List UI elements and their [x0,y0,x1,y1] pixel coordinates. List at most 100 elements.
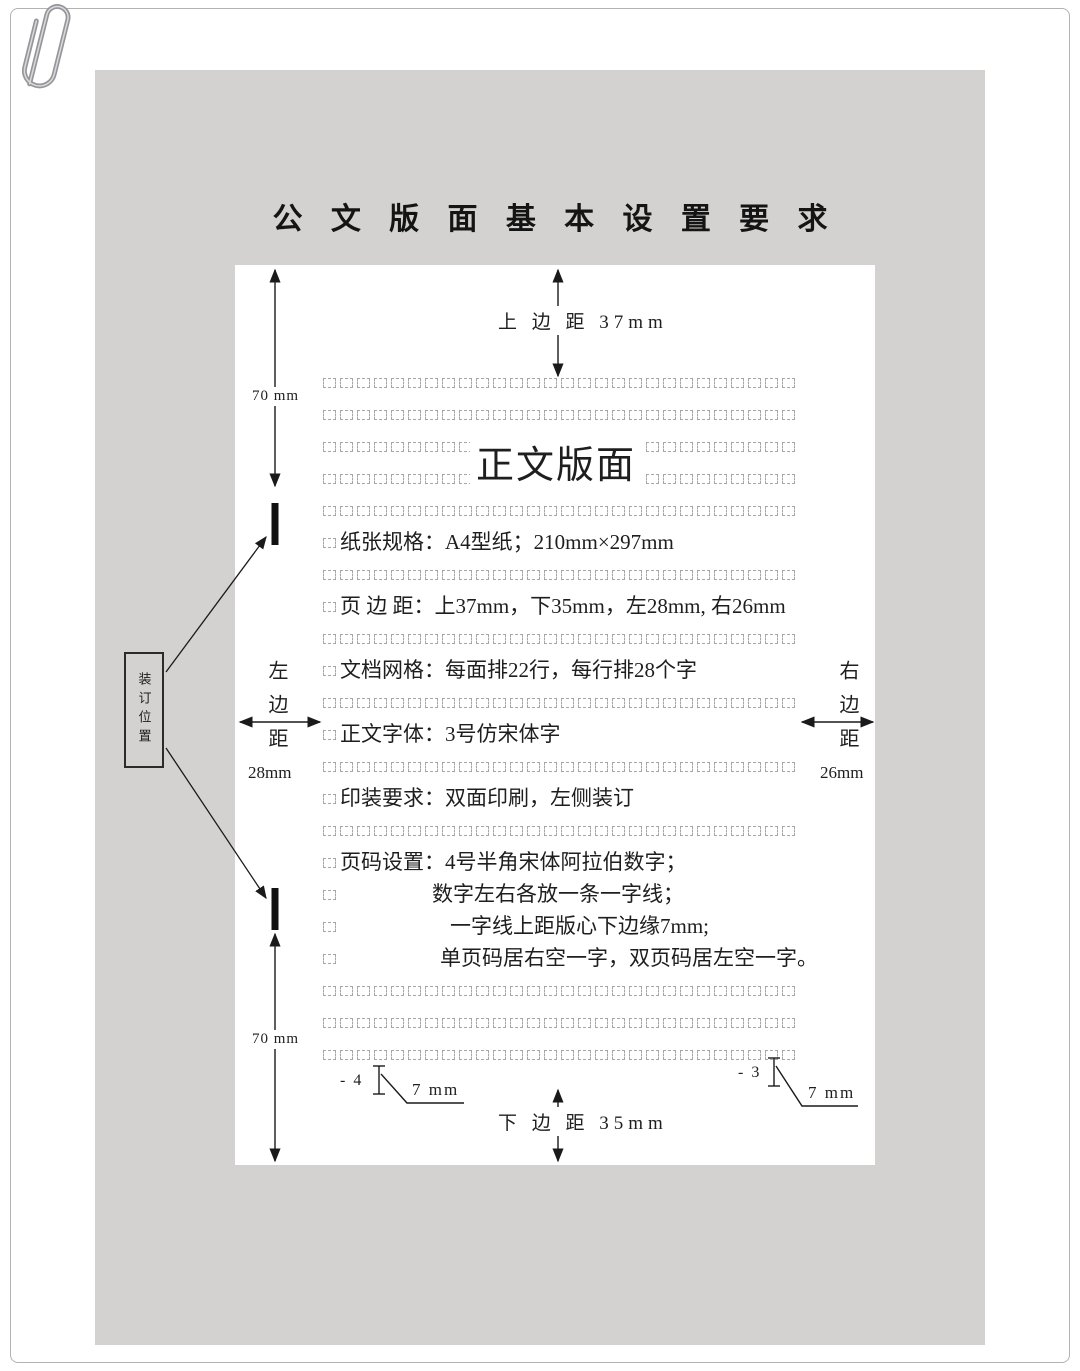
grid-cell [629,986,642,996]
grid-cell [493,1018,506,1028]
grid-cell [391,570,404,580]
grid-row [323,826,795,836]
grid-cell [697,1050,710,1060]
grid-cell [646,410,659,420]
grid-cell [714,410,727,420]
grid-cell [323,506,336,516]
grid-cell [442,1050,455,1060]
grid-cell [629,378,642,388]
grid-cell [323,794,336,804]
grid-cell [442,506,455,516]
grid-cell [510,410,523,420]
grid-cell [595,410,608,420]
grid-cell [646,698,659,708]
grid-cell [340,634,353,644]
grid-row [323,634,795,644]
grid-cell [595,570,608,580]
grid-cell [782,1018,795,1028]
grid-cell [544,1018,557,1028]
grid-cell [357,1018,370,1028]
grid-cell [391,826,404,836]
grid-cell [340,1018,353,1028]
grid-cell [391,506,404,516]
grid-cell [544,762,557,772]
grid-cell [595,698,608,708]
grid-cell [374,986,387,996]
grid-cell [680,762,693,772]
grid-cell [374,762,387,772]
grid-cell [731,1050,744,1060]
grid-cell [408,442,421,452]
grid-cell [374,1018,387,1028]
grid-cell [578,506,591,516]
grid-cell [748,442,761,452]
grid-cell [646,762,659,772]
page-title: 公 文 版 面 基 本 设 置 要 求 [272,203,838,236]
grid-cell [578,378,591,388]
grid-cell [459,570,472,580]
grid-cell [714,506,727,516]
grid-cell [697,410,710,420]
grid-cell [374,410,387,420]
grid-cell [442,570,455,580]
grid-cell [323,762,336,772]
grid-cell [663,1050,676,1060]
grid-cell [612,378,625,388]
grid-cell [408,1018,421,1028]
grid-cell [323,474,336,484]
grid-cell [340,506,353,516]
bottom-70mm-label: 70 mm [249,1030,303,1049]
grid-cell [748,410,761,420]
grid-cell [561,570,574,580]
grid-cell [595,378,608,388]
grid-cell [510,1018,523,1028]
grid-cell [629,410,642,420]
grid-row [323,1018,795,1028]
grid-cell [731,570,744,580]
grid-cell [323,890,336,900]
grid-cell [561,378,574,388]
grid-cell [374,378,387,388]
grid-cell [544,826,557,836]
grid-cell [340,570,353,580]
grid-cell [595,1018,608,1028]
grid-cell [714,378,727,388]
grid-cell [578,1050,591,1060]
grid-cell [595,762,608,772]
grid-cell [731,474,744,484]
grid-cell [357,1050,370,1060]
grid-cell [578,1018,591,1028]
grid-cell [408,378,421,388]
grid-cell [731,442,744,452]
grid-cell [663,826,676,836]
grid-cell [476,634,489,644]
grid-cell [459,378,472,388]
grid-cell [731,986,744,996]
grid-cell [595,826,608,836]
grid-cell [561,634,574,644]
grid-cell [612,506,625,516]
grid-cell [323,858,336,868]
grid-cell [391,986,404,996]
grid-cell [714,1018,727,1028]
grid-cell [578,762,591,772]
grid-cell [459,634,472,644]
grid-cell [680,570,693,580]
grid-cell [476,986,489,996]
grid-cell [493,378,506,388]
grid-cell [527,1050,540,1060]
grid-cell [731,826,744,836]
grid-cell [340,442,353,452]
grid-cell [408,1050,421,1060]
grid-cell [697,506,710,516]
grid-cell [731,410,744,420]
grid-cell [629,570,642,580]
grid-cell [697,570,710,580]
grid-cell [442,634,455,644]
right-margin-value: 26mm [820,763,864,782]
grid-cell [323,410,336,420]
grid-cell [697,986,710,996]
grid-cell [765,378,778,388]
grid-cell [561,1018,574,1028]
grid-cell [731,1018,744,1028]
